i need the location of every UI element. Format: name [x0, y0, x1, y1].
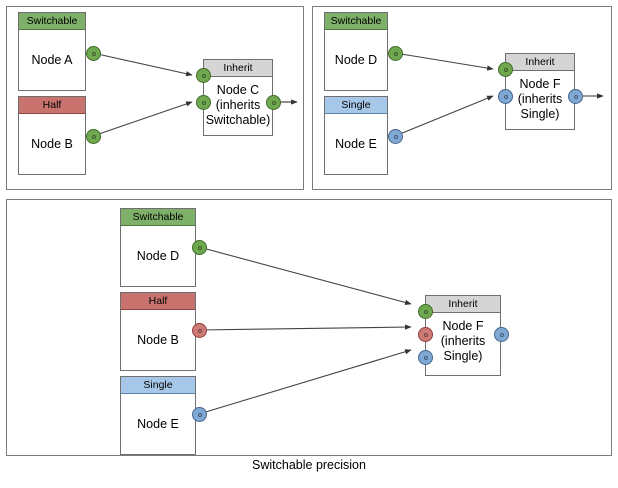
node-b-header: Half: [19, 97, 85, 114]
node-d-label: Node D: [334, 52, 378, 67]
node-f-label-line3: Single): [520, 107, 560, 121]
panel-top-right: Switchable Node D Single Node E Inherit …: [312, 6, 612, 190]
bottom-node-d-output-port[interactable]: [192, 240, 207, 255]
bottom-node-f-input-port-1[interactable]: [418, 304, 433, 319]
node-f-label-line1: Node F: [519, 77, 561, 91]
node-f[interactable]: Inherit Node F (inherits Single): [505, 53, 575, 130]
node-b[interactable]: Half Node B: [18, 96, 86, 175]
bottom-node-f-header: Inherit: [426, 296, 500, 313]
panel-top-left: Switchable Node A Half Node B Inherit No…: [6, 6, 304, 190]
edge-node-b-to-node-c: [92, 101, 193, 137]
node-b-label: Node B: [31, 136, 73, 151]
edge-node-d-to-node-f: [394, 52, 494, 71]
node-f-header: Inherit: [506, 54, 574, 71]
bottom-node-f-input-port-3[interactable]: [418, 350, 433, 365]
edge-node-a-to-node-c: [92, 52, 193, 77]
bottom-node-d-header: Switchable: [121, 209, 195, 226]
node-c-label: Node C (inherits Switchable): [204, 77, 272, 135]
node-c-header: Inherit: [204, 60, 272, 77]
bottom-node-d-label: Node D: [136, 248, 180, 263]
edge-layer-bottom: [198, 246, 412, 415]
node-e[interactable]: Single Node E: [324, 96, 388, 175]
edge-bottom-node-e-to-node-f: [198, 349, 412, 415]
edge-bottom-node-b-to-node-f: [198, 324, 412, 331]
edge-node-e-to-node-f: [394, 95, 494, 137]
edge-bottom-node-d-to-node-f: [198, 246, 412, 306]
diagram-caption: Switchable precision: [252, 458, 366, 472]
node-c-label-line2: (inherits: [215, 98, 261, 112]
bottom-node-b[interactable]: Half Node B: [120, 292, 196, 371]
bottom-node-b-output-port[interactable]: [192, 323, 207, 338]
bottom-node-e[interactable]: Single Node E: [120, 376, 196, 455]
node-d-header: Switchable: [325, 13, 387, 30]
node-c-input-port-1[interactable]: [196, 68, 211, 83]
node-e-header: Single: [325, 97, 387, 114]
node-c-label-line1: Node C: [216, 83, 260, 97]
bottom-node-e-output-port[interactable]: [192, 407, 207, 422]
bottom-node-f-output-port[interactable]: [494, 327, 509, 342]
node-a[interactable]: Switchable Node A: [18, 12, 86, 91]
node-d[interactable]: Switchable Node D: [324, 12, 388, 91]
node-c-input-port-2[interactable]: [196, 95, 211, 110]
bottom-node-f[interactable]: Inherit Node F (inherits Single): [425, 295, 501, 376]
panel-bottom: Switchable Node D Half Node B Single Nod…: [6, 199, 612, 456]
node-f-label: Node F (inherits Single): [506, 71, 574, 129]
node-b-output-port[interactable]: [86, 129, 101, 144]
node-a-header: Switchable: [19, 13, 85, 30]
node-e-output-port[interactable]: [388, 129, 403, 144]
node-c-label-line3: Switchable): [205, 113, 271, 127]
node-c[interactable]: Inherit Node C (inherits Switchable): [203, 59, 273, 136]
node-d-output-port[interactable]: [388, 46, 403, 61]
bottom-node-d[interactable]: Switchable Node D: [120, 208, 196, 287]
node-a-output-port[interactable]: [86, 46, 101, 61]
bottom-node-f-input-port-2[interactable]: [418, 327, 433, 342]
bottom-node-f-label: Node F (inherits Single): [426, 313, 500, 375]
bottom-node-e-header: Single: [121, 377, 195, 394]
bottom-node-b-header: Half: [121, 293, 195, 310]
bottom-node-f-label-line1: Node F: [442, 319, 484, 333]
node-f-output-port[interactable]: [568, 89, 583, 104]
node-e-label: Node E: [335, 136, 377, 151]
node-c-output-port[interactable]: [266, 95, 281, 110]
node-f-label-line2: (inherits: [517, 92, 563, 106]
node-f-input-port-2[interactable]: [498, 89, 513, 104]
bottom-node-f-label-line3: Single): [443, 349, 483, 363]
node-f-input-port-1[interactable]: [498, 62, 513, 77]
bottom-node-e-label: Node E: [137, 416, 179, 431]
bottom-node-b-label: Node B: [137, 332, 179, 347]
node-a-label: Node A: [31, 52, 73, 67]
bottom-node-f-label-line2: (inherits: [440, 334, 486, 348]
